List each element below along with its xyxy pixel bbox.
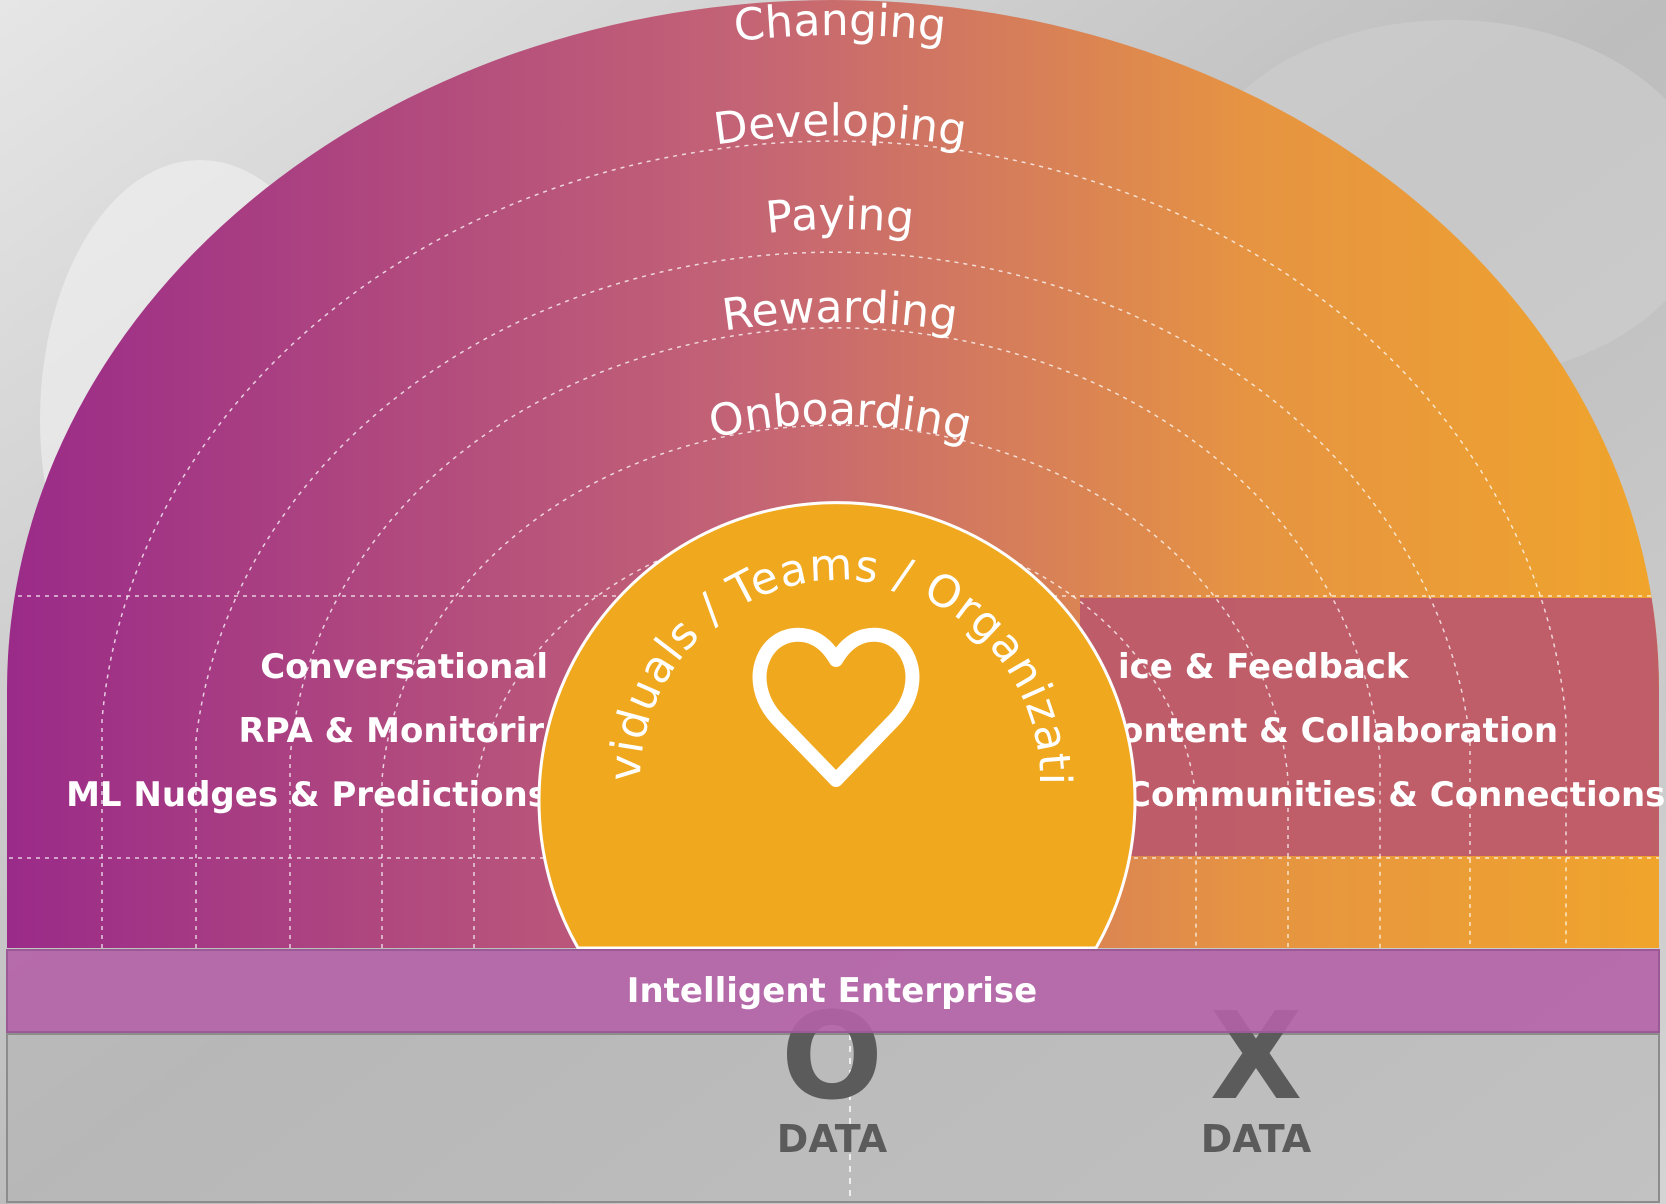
ring-outline-1 (101, 140, 1567, 948)
ring-outline-5 (473, 521, 1197, 948)
core-circle (537, 501, 1137, 950)
right-band (1080, 598, 1659, 856)
left-item-ml: ML Nudges & Predictions (66, 775, 548, 815)
heart-icon (752, 627, 920, 787)
ring-outline-2 (195, 251, 1471, 948)
ring-outline-4 (381, 424, 1289, 948)
right-item-feedback: ice & Feedback (1118, 647, 1410, 687)
data-frame (6, 1033, 1660, 1203)
ring-label-paying: Paying (763, 189, 916, 244)
enterprise-label: Intelligent Enterprise (627, 971, 1037, 1011)
enterprise-bar (6, 949, 1660, 1033)
ring-outlines (7, 140, 1659, 948)
right-item-collaboration: ontent & Collaboration (1120, 711, 1558, 751)
x-data-label: DATA (1201, 1117, 1312, 1161)
left-item-conversational: Conversational (260, 647, 548, 687)
left-item-rpa: RPA & Monitorir (239, 711, 545, 751)
right-item-communities: Communities & Connections (1126, 775, 1665, 815)
ring-label-rewarding: Rewarding (719, 282, 961, 342)
ring-label-changing: Changing (731, 0, 948, 52)
o-data-label: DATA (777, 1117, 888, 1161)
